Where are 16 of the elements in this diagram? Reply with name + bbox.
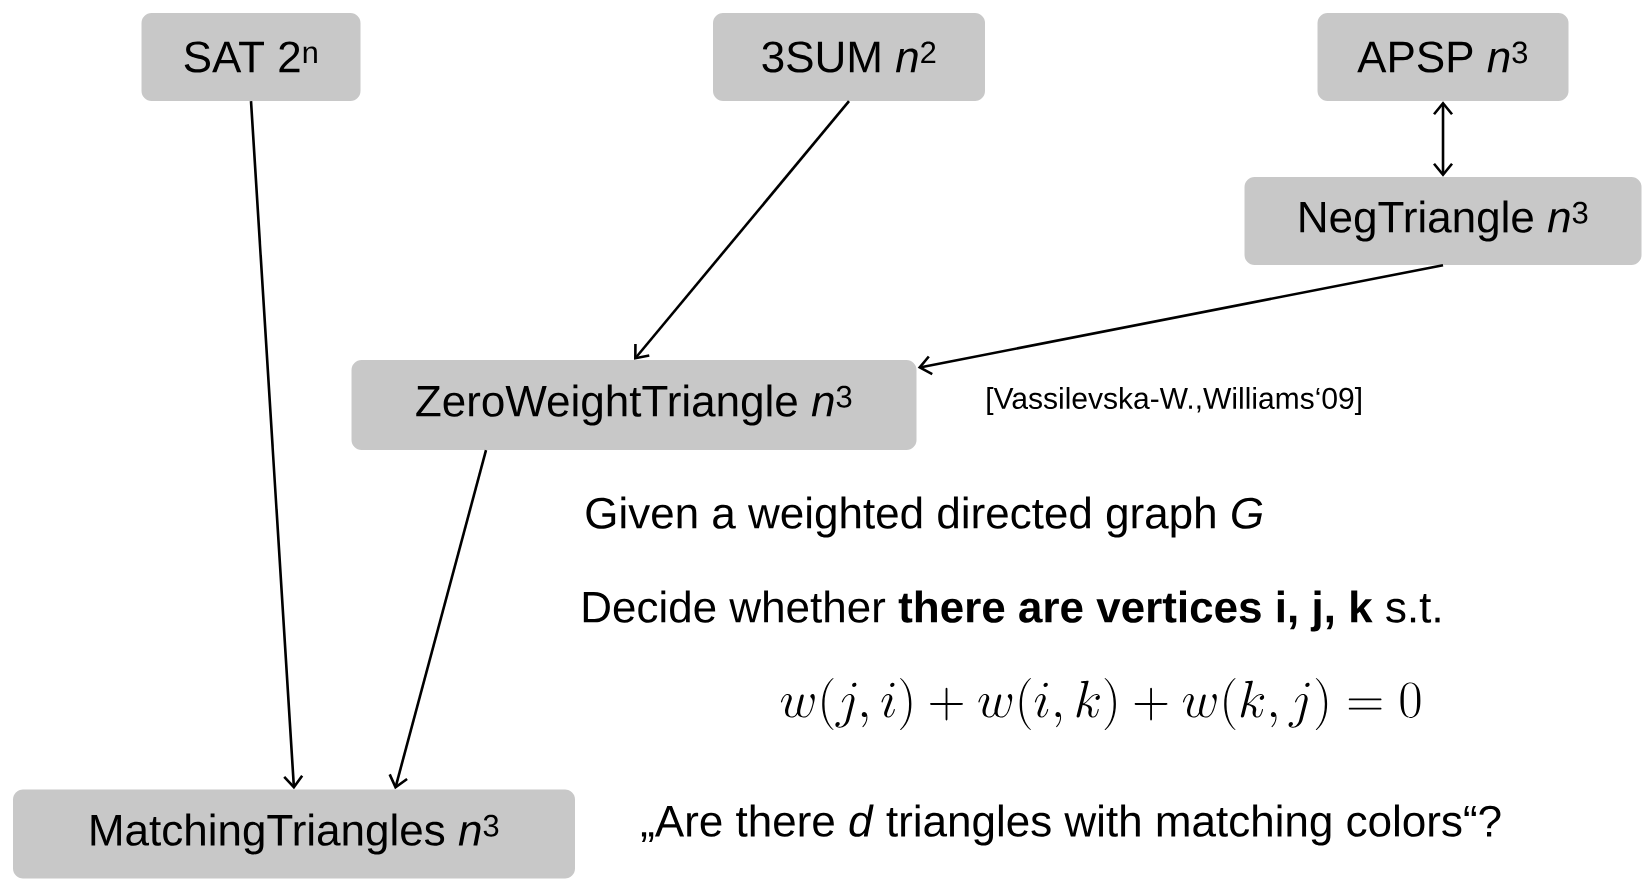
formula: $w(j,i)+w(i,k)+w(k,j)=0$	[780, 677, 1421, 731]
arrow	[388, 449, 488, 790]
arrow	[634, 100, 850, 360]
text-line: Decide whether there are vertices i, j, k s.t.	[583, 590, 1440, 632]
process-box: APSP n$^{3}$	[1317, 13, 1569, 101]
text-line: Given a weighted directed graph G	[586, 496, 1263, 538]
arrow	[249, 101, 304, 790]
citation: [Vassilevska-W.,Williams‘09]	[987, 387, 1361, 415]
text-line: „Are there d triangles with matching colors“?	[641, 804, 1501, 846]
process-box: NegTriangle n$^{3}$	[1244, 177, 1642, 265]
process-box: ZeroWeightTriangle n$^{3}$	[351, 360, 917, 450]
arrow	[917, 263, 1444, 376]
process-box: MatchingTriangles n$^{3}$	[13, 789, 575, 879]
arrow	[1433, 101, 1454, 177]
process-box: 3SUM n$^{2}$	[713, 13, 985, 101]
process-box: SAT 2$^{n}$	[141, 13, 361, 101]
